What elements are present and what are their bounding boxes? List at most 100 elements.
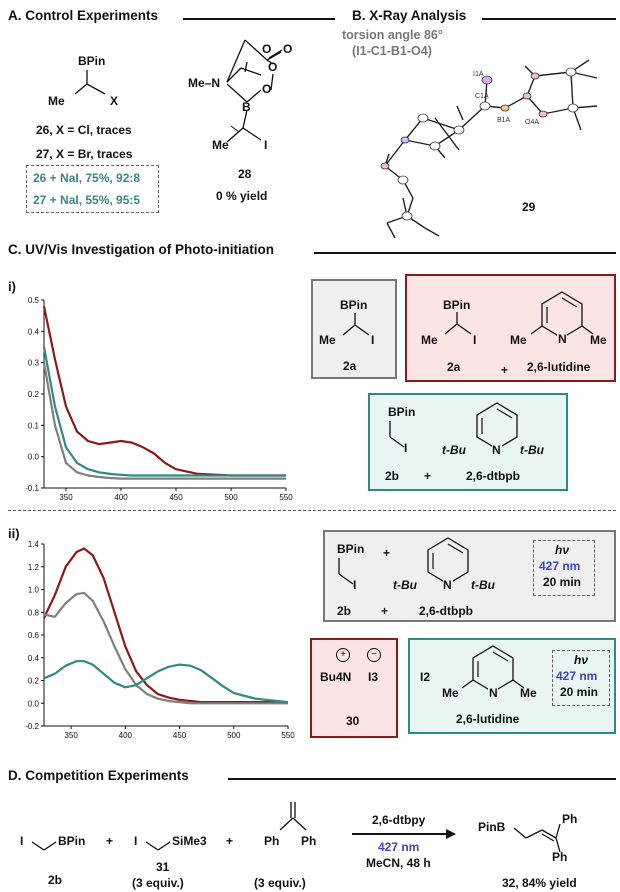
compound-28-id: 28 — [238, 167, 252, 181]
comp-i2: I — [134, 834, 138, 848]
dtbpb-ring-1 — [476, 402, 518, 455]
comp-alkene-bonds — [279, 802, 307, 831]
comp-sime3: SiMe3 — [172, 834, 207, 848]
box-30: + − Bu4N I3 30 — [310, 638, 398, 738]
section-d-rule — [228, 778, 616, 780]
control-bonds — [74, 70, 106, 95]
x-tick-label: 350 — [59, 493, 73, 502]
panel-ii-label: ii) — [8, 526, 20, 541]
series-line-3 — [43, 660, 289, 704]
lutidine-ring-2 — [461, 645, 525, 698]
series-line-1 — [42, 306, 286, 477]
torsion-angle: torsion angle 86° — [342, 28, 443, 42]
box-2a-lutidine: BPin Me I 2a + N Me Me 2,6-lutidine — [405, 274, 616, 382]
comp-plus2: + — [226, 834, 234, 848]
box-teal1-n: N — [492, 443, 501, 457]
box-red1-me-left: Me — [510, 333, 527, 347]
box-teal2-i2: I2 — [420, 670, 431, 684]
box-gray2-bonds — [338, 558, 354, 585]
y-tick-label: -0.2 — [25, 722, 39, 731]
y-tick-label: 0.3 — [28, 359, 40, 368]
box-red1-i: I — [473, 333, 477, 347]
comp-plus1: + — [106, 834, 114, 848]
y-tick-label: 0.2 — [28, 390, 40, 399]
comp-ph2: Ph — [301, 834, 317, 848]
box-red1-n: N — [558, 332, 567, 346]
box-teal2-hv: hν — [574, 653, 589, 667]
comp-31-bonds — [145, 841, 171, 851]
nai-line-2: 27 + NaI, 55%, 95:5 — [33, 193, 141, 207]
box-gray2-nm: 427 nm — [539, 559, 581, 573]
mida-me: Me — [212, 138, 229, 152]
panel-i-label: i) — [8, 279, 16, 294]
bpin-label: BPin — [78, 54, 106, 68]
prod-ph1: Ph — [562, 812, 578, 826]
y-tick-label: 0.2 — [28, 677, 40, 686]
box-teal1-tbu-right: t-Bu — [520, 443, 544, 457]
torsion-atoms: (I1-C1-B1-O4) — [352, 44, 432, 58]
box-gray2-i: I — [353, 578, 357, 592]
box-gray2-tbu-left: t-Bu — [393, 578, 417, 592]
box-gray2-min: 20 min — [543, 575, 582, 589]
mida-me-n: Me–N — [188, 76, 221, 90]
box-gray2-bpin: BPin — [337, 542, 365, 556]
box-teal2-me-left: Me — [442, 686, 459, 700]
section-a-rule — [183, 18, 335, 20]
box-gray2-plus1: + — [383, 546, 391, 560]
y-tick-label: 0.0 — [28, 699, 40, 708]
box-30-cation: Bu4N — [320, 670, 352, 684]
section-b-title: B. X-Ray Analysis — [352, 8, 467, 23]
box-2b-dtbpb-hv: BPin I + 2b + N t-Bu t-Bu 2,6-dtbpb hν 4… — [323, 530, 616, 622]
mida-b: B — [242, 100, 251, 114]
box-teal1-plus: + — [424, 469, 432, 483]
atom-o4a: O4A — [525, 119, 539, 126]
series-line-2 — [43, 591, 288, 705]
x-tick-label: 400 — [114, 493, 128, 502]
comp-nm: 427 nm — [378, 840, 420, 854]
atom-i1a: I1A — [473, 71, 484, 78]
x-tick-label: 400 — [119, 731, 133, 740]
x-tick-label: 450 — [169, 493, 183, 502]
box-red1-me-right: Me — [590, 333, 607, 347]
y-tick-label: 1.2 — [28, 563, 40, 572]
box-teal2-base: 2,6-lutidine — [456, 712, 520, 726]
box-teal1-bonds — [389, 421, 405, 448]
x-tick-label: 450 — [173, 731, 187, 740]
prod-pinb: PinB — [478, 820, 506, 834]
box-teal1-bpin: BPin — [388, 405, 416, 419]
box-teal2-me-right: Me — [520, 686, 537, 700]
box-gray2-id: 2b — [337, 604, 352, 618]
control-line-2: 27, X = Br, traces — [36, 147, 133, 161]
section-b-rule — [482, 18, 616, 20]
box-red1-plus: + — [501, 363, 509, 377]
mida-o-ring1: O — [262, 82, 272, 96]
box-teal2-min: 20 min — [560, 685, 599, 699]
box-red1-me: Me — [421, 333, 438, 347]
box-teal1-id: 2b — [385, 469, 400, 483]
comp-equiv-2: (3 equiv.) — [254, 876, 306, 890]
mida-o-ring2: O — [268, 60, 278, 74]
x-tick-label: 350 — [64, 731, 78, 740]
box-teal2-n: N — [489, 686, 498, 700]
mida-o-top: O — [262, 42, 272, 56]
comp-equiv-1: (3 equiv.) — [132, 876, 184, 890]
atom-b1a: B1A — [497, 117, 511, 124]
box-gray2-base: 2,6-dtbpb — [419, 604, 473, 618]
arrow-head-icon — [446, 829, 456, 839]
section-c-title: C. UV/Vis Investigation of Photo-initiat… — [8, 242, 275, 257]
box-i2-lutidine: I2 N Me Me 2,6-lutidine hν 427 nm 20 min — [408, 638, 616, 734]
x-label: X — [110, 94, 119, 108]
x-tick-label: 550 — [281, 731, 295, 740]
box-30-id: 30 — [346, 714, 360, 728]
control-line-1: 26, X = Cl, traces — [36, 123, 132, 137]
atom-c1a: C1A — [475, 93, 489, 100]
comp-31-id: 31 — [156, 860, 170, 874]
y-tick-label: 1.4 — [28, 540, 40, 549]
box-red1-base: 2,6-lutidine — [527, 360, 591, 374]
box-gray2-plus2: + — [381, 604, 389, 618]
mida-i: I — [264, 138, 268, 152]
section-a-title: A. Control Experiments — [8, 8, 159, 23]
comp-2b-id: 2b — [48, 873, 63, 887]
